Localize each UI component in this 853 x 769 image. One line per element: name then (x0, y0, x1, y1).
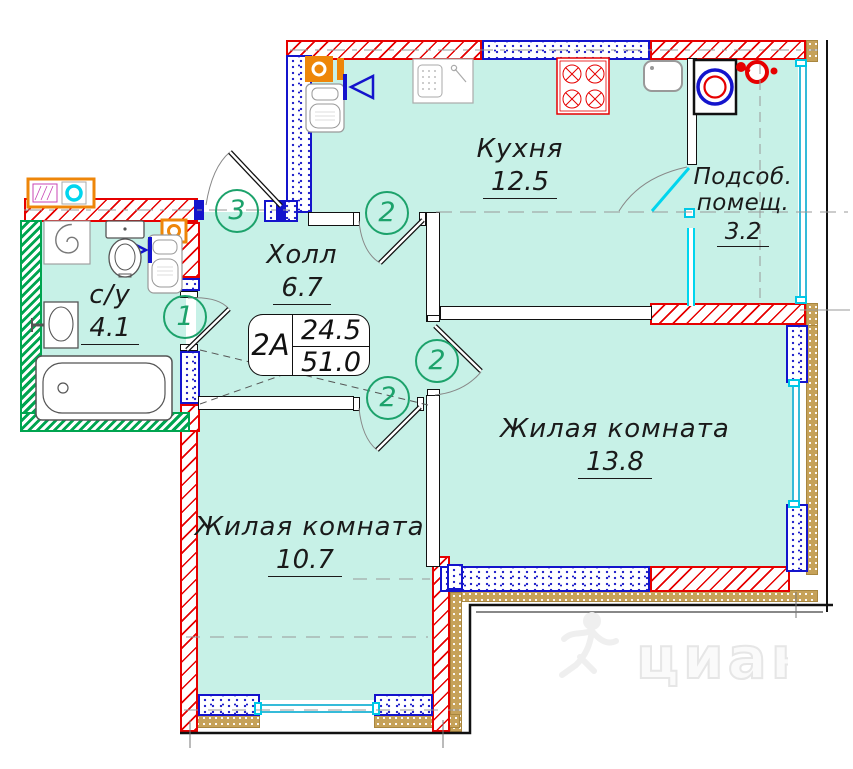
hall-area: 6.7 (273, 273, 331, 305)
stove-icon (556, 57, 610, 115)
insulation-living2-right (450, 592, 462, 732)
fridge-icon (643, 60, 683, 92)
wall-utility-living1 (650, 303, 806, 325)
entrance-jamb-right (276, 200, 286, 220)
door-mark-kitchen: 2 (365, 191, 409, 235)
kitchen-riser-icon (343, 73, 375, 101)
insulation-bottom-living1 (448, 590, 818, 602)
apartment-living-area: 24.5 (293, 315, 369, 347)
wall-living2-pier-right (374, 694, 433, 716)
heated-towel-rail-icon (147, 234, 183, 294)
hall-label: Холл 6.7 (237, 240, 367, 305)
wall-hall-kitchen-jamb (419, 212, 426, 226)
kitchen-door-jamb-left (353, 212, 360, 226)
wall-hall-living1-lower (426, 395, 440, 567)
wall-hall-living2 (198, 396, 354, 410)
wall-living1-pier-top (786, 325, 808, 383)
kitchen-label: Кухня 12.5 (430, 134, 610, 199)
living2-window (260, 704, 374, 713)
wall-kitchen-living1 (440, 306, 652, 320)
wall-living2-pier-left (198, 694, 260, 716)
watermark-text: циан (636, 624, 788, 692)
utility-window (799, 62, 807, 303)
bathroom-name: с/у (89, 280, 131, 310)
wall-kitchen-left (286, 55, 312, 213)
living2-label: Жилая комната 10.7 (195, 512, 425, 577)
wall-living2-left (180, 430, 198, 732)
gas-valve-icon (736, 60, 778, 84)
washing-machine-icon (692, 58, 738, 116)
utility-window-end-bottom (795, 296, 807, 304)
watermark-figure-head (583, 612, 601, 630)
door-mark-living1: 2 (415, 339, 459, 383)
bathroom-sink-icon (31, 301, 79, 349)
living2-window-end-left (254, 702, 262, 715)
apartment-tag: 2А 24.5 51.0 (248, 314, 370, 378)
living1-window-end-bottom (788, 500, 800, 508)
living1-door-jamb-bottom (427, 389, 440, 396)
insulation-top-right (806, 40, 818, 62)
living1-floor (433, 308, 798, 570)
wall-living1-bottom (440, 566, 650, 592)
door-mark-bathroom: 1 (163, 295, 207, 339)
living1-door-jamb-top (427, 315, 440, 322)
utility-name-line1: Подсоб. (693, 164, 793, 190)
living1-label: Жилая комната 13.8 (495, 414, 735, 479)
wall-living2-step-pier (447, 564, 463, 590)
apartment-type: 2А (249, 315, 293, 375)
entrance-jamb-left (194, 200, 204, 220)
door-mark-entrance: 3 (215, 189, 259, 233)
living1-window-end-top (788, 379, 800, 387)
wall-living1-bottom-right (650, 566, 790, 592)
wall-hall-living1-upper (426, 212, 440, 322)
living2-window-end-right (372, 702, 380, 715)
door-mark-living2: 2 (366, 376, 410, 420)
living2-area: 10.7 (268, 545, 342, 577)
kitchen-name: Кухня (476, 134, 564, 164)
laundry-box-icon (26, 177, 96, 209)
bathroom-label: с/у 4.1 (60, 280, 160, 345)
living1-area: 13.8 (578, 447, 652, 479)
bathroom-door-jamb-bottom (180, 344, 198, 351)
insulation-right (806, 325, 818, 575)
toilet-icon (105, 220, 145, 278)
wall-living1-pier-bottom (786, 504, 808, 572)
utility-glass-partition (687, 228, 695, 306)
utility-label: Подсоб. помещ. 3.2 (690, 164, 796, 247)
shower-drain-icon (43, 220, 91, 265)
utility-window-end-top (795, 59, 807, 67)
living2-name: Жилая комната (195, 512, 425, 542)
living1-window (792, 383, 800, 504)
kitchen-area: 12.5 (483, 167, 557, 199)
wall-hall-pier (180, 351, 200, 404)
hall-name: Холл (266, 240, 338, 270)
utility-area: 3.2 (716, 219, 770, 247)
kitchen-sink-icon (412, 58, 474, 104)
kitchen-vent-icon (305, 56, 344, 82)
bathroom-area: 4.1 (81, 313, 139, 345)
watermark-figure-body (559, 628, 619, 678)
bathtub-icon (35, 355, 173, 421)
utility-name-line2: помещ. (696, 190, 790, 216)
watermark: циан (559, 612, 788, 693)
kitchen-boiler-icon (305, 83, 345, 133)
apartment-total-area: 51.0 (300, 347, 362, 378)
living2-door-jamb-left (353, 397, 360, 411)
living1-name: Жилая комната (500, 414, 730, 444)
living2-door-jamb-right (417, 397, 424, 411)
